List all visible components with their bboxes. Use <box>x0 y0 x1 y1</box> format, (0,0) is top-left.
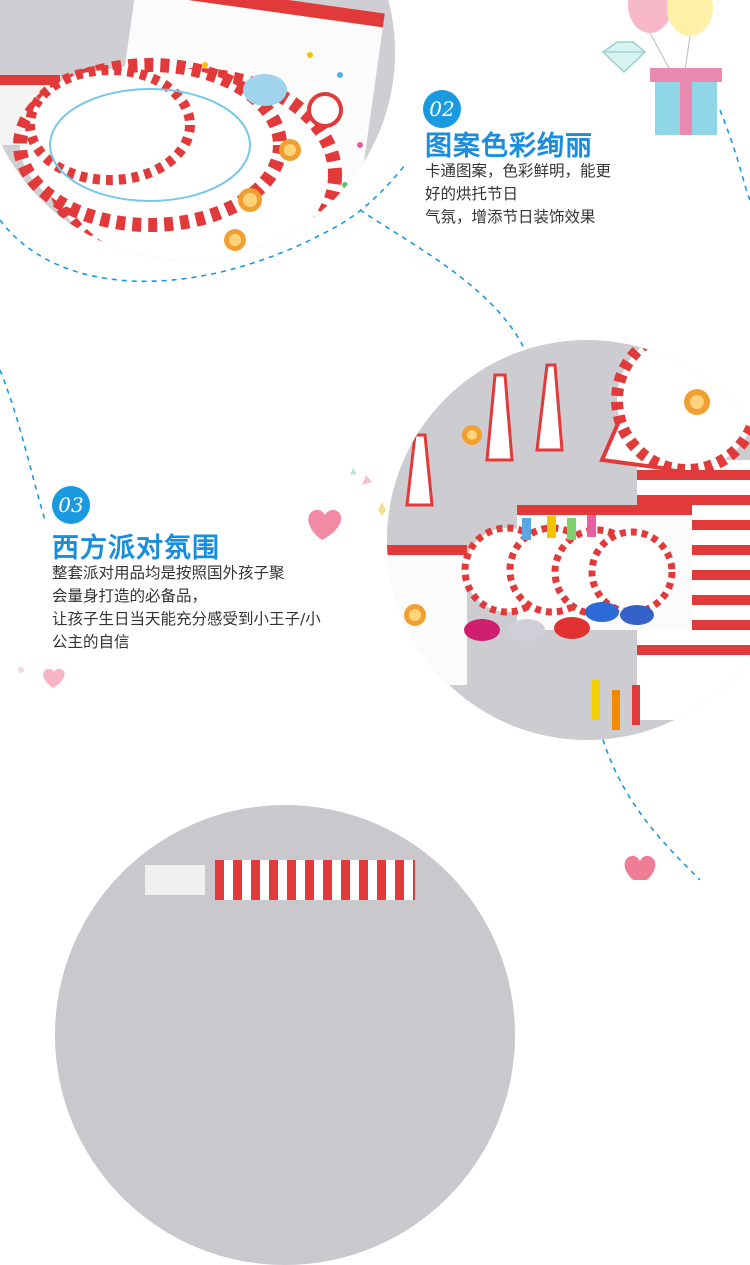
section-03-line: 公主的自信 <box>52 633 130 651</box>
balloons-gift-decoration <box>601 0 722 135</box>
section-02-line: 好的烘托节日 <box>425 185 519 203</box>
napkin-corner <box>145 865 205 895</box>
section-03-number-badge: 03 <box>52 486 90 524</box>
bottom-party-photo <box>55 805 515 1265</box>
section-03-line: 整套派对用品均是按照国外孩子聚 <box>52 564 285 582</box>
striped-napkin-edge <box>215 860 415 900</box>
party-set-illustration <box>387 340 750 740</box>
plates-illustration <box>0 0 395 260</box>
section-03-line: 让孩子生日当天能充分感受到小王子/小 <box>52 610 321 628</box>
party-set-photo <box>387 340 750 740</box>
dashed-connectors <box>0 109 750 880</box>
section-02-description: 卡通图案，色彩鲜明，能更 好的烘托节日 气氛，增添节日装饰效果 <box>425 160 611 229</box>
small-hearts-decoration <box>18 667 65 688</box>
section-02-title: 图案色彩绚丽 <box>425 131 593 162</box>
section-03-title: 西方派对氛围 <box>52 533 220 564</box>
bottom-heart-decoration <box>624 855 656 880</box>
hearts-decoration <box>308 468 386 540</box>
section-02-line: 气氛，增添节日装饰效果 <box>425 208 596 226</box>
section-02-number-badge: 02 <box>423 90 461 128</box>
section-02-line: 卡通图案，色彩鲜明，能更 <box>425 162 612 180</box>
section-03-line: 会量身打造的必备品， <box>52 587 208 605</box>
section-03-description: 整套派对用品均是按照国外孩子聚 会量身打造的必备品， 让孩子生日当天能充分感受到… <box>52 562 321 654</box>
